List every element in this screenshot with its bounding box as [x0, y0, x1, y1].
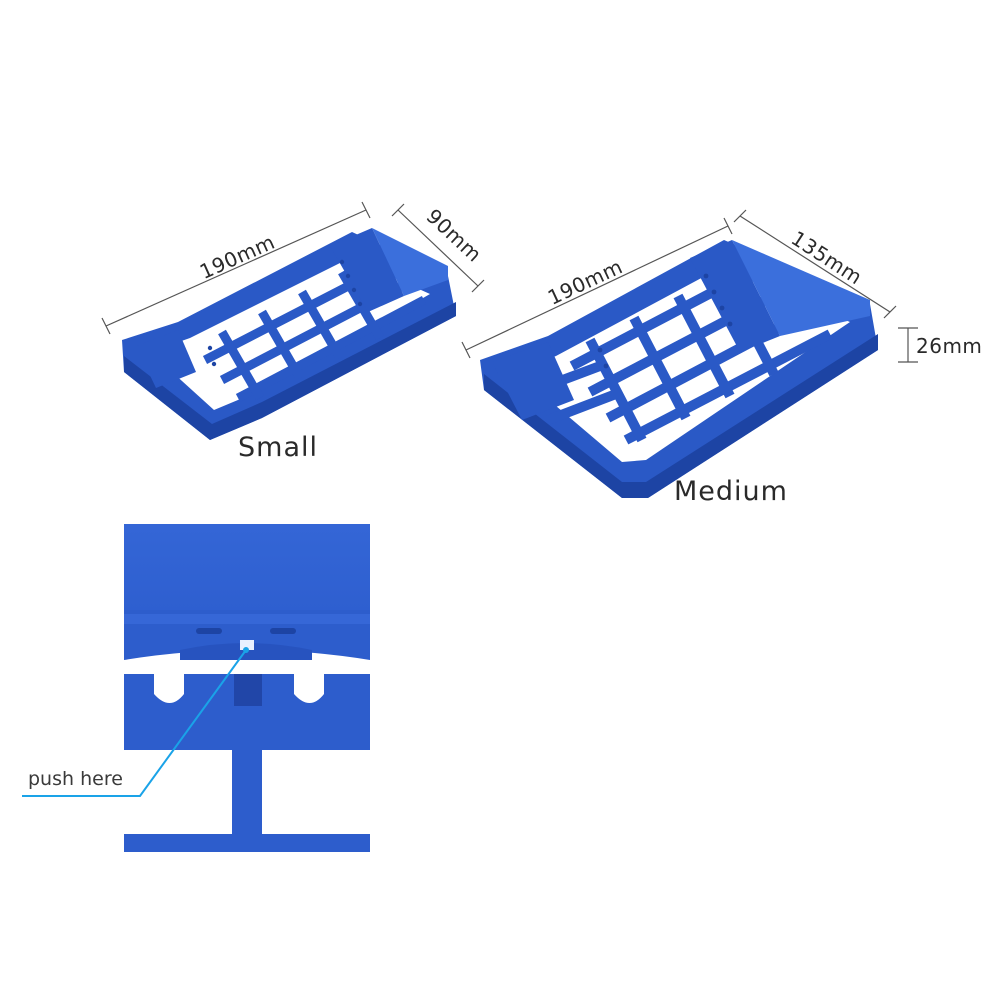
- small-tray-right-top: [372, 228, 448, 296]
- push-point: [240, 640, 254, 650]
- small-tray-dimension-lines: [101, 201, 485, 335]
- medium-tray-right-block: [690, 240, 780, 352]
- push-here-label: push here: [28, 768, 123, 790]
- medium-tray-holes: [597, 273, 733, 369]
- small-tray: [122, 228, 456, 440]
- small-tray-name: Small: [238, 432, 318, 463]
- small-tray-holes: [207, 259, 363, 367]
- detail-lower-comb: [124, 674, 370, 750]
- medium-tray-front-face: [484, 334, 878, 498]
- medium-tray-dimension-lines: [461, 209, 918, 363]
- latch-detail-photo: [124, 524, 370, 852]
- detail-bottom-bar: [124, 834, 370, 852]
- callout-pointer: [22, 649, 247, 797]
- callout-dot: [243, 647, 249, 653]
- medium-tray: [480, 240, 878, 498]
- detail-stem: [232, 750, 262, 836]
- medium-height-label: 26mm: [916, 334, 983, 358]
- medium-tray-right-top: [732, 240, 870, 336]
- medium-tray-name: Medium: [674, 476, 788, 507]
- small-tray-right-block: [330, 228, 404, 312]
- medium-tray-grid: [518, 257, 833, 445]
- medium-tray-left-block: [492, 342, 574, 420]
- small-tray-left-block: [136, 330, 196, 388]
